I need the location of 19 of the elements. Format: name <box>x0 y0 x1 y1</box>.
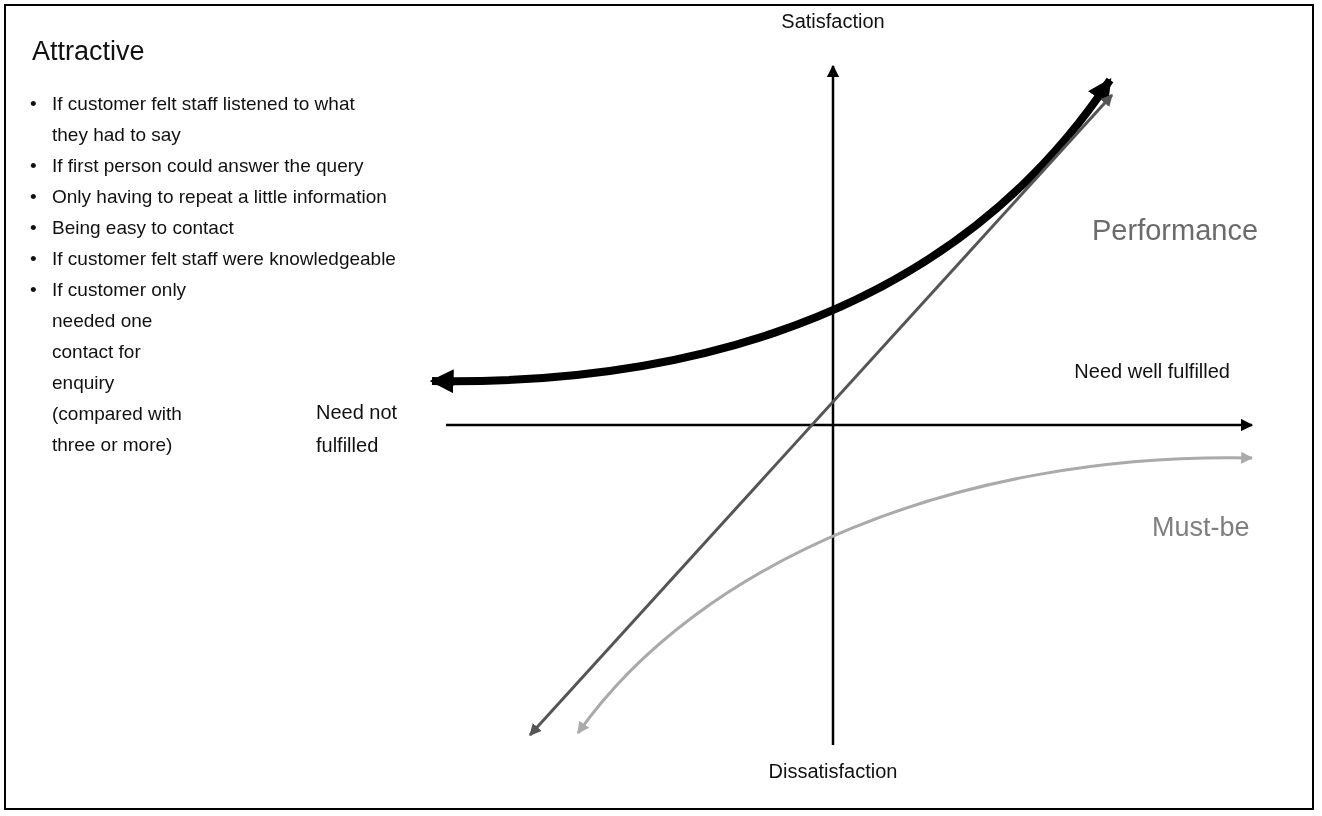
bullet-marker: • <box>30 247 38 271</box>
bullet-marker: • <box>30 154 38 178</box>
axis-label: Satisfaction <box>780 9 886 34</box>
category-heading: Must-be <box>1152 511 1250 544</box>
bullet-item: Being easy to contact <box>52 216 235 240</box>
bullet-marker: • <box>30 185 38 209</box>
bullet-marker: • <box>30 92 38 116</box>
category-heading: Attractive <box>32 35 145 68</box>
bullet-item: If first person could answer the query <box>52 154 365 178</box>
bullet-item: Only having to repeat a little information <box>52 185 388 209</box>
bullet-item: If customer felt staff listened to what they had to say <box>52 92 356 147</box>
axis-label: Need not fulfilled <box>316 400 399 458</box>
bullet-marker: • <box>30 278 38 302</box>
bullet-item: If customer felt staff were knowledgeable <box>52 247 397 271</box>
axis-label: Need well fulfilled <box>1073 359 1230 384</box>
bullet-item: If customer only needed one contact for enquiry (compared with three or more) <box>52 278 188 457</box>
category-heading: Performance <box>1092 213 1258 248</box>
bullet-marker: • <box>30 216 38 240</box>
axis-label: Dissatisfaction <box>767 759 899 784</box>
